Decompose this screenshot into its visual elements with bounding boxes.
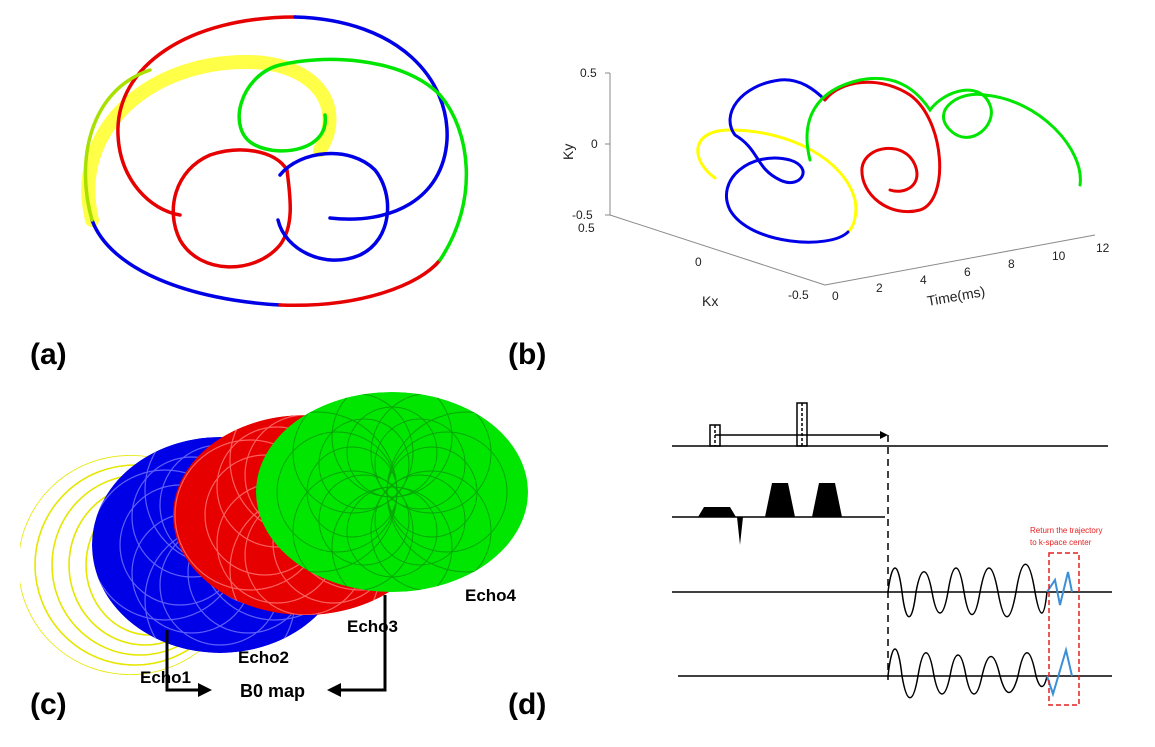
time-axis-label: Time(ms) — [926, 283, 986, 309]
kx-tick-top: 0.5 — [578, 221, 595, 235]
time-tick-10: 10 — [1052, 249, 1066, 263]
trajectory-red — [823, 80, 942, 213]
kx-axis-line — [609, 214, 826, 286]
trajectory-blue-large — [725, 78, 850, 244]
panel-label-c: (c) — [30, 688, 67, 721]
trajectory-yellow — [696, 128, 858, 234]
bottom-ellipse-red-arc — [278, 258, 442, 308]
ky-tick-bot: -0.5 — [572, 208, 593, 222]
kx-tick-bot: -0.5 — [788, 288, 809, 302]
rewind-waveform-x — [1046, 571, 1073, 606]
echo3-to-b0-arrow-line — [340, 595, 387, 692]
time-tick-2: 2 — [876, 281, 883, 295]
ky-tick-mid: 0 — [591, 137, 598, 151]
time-tick-0: 0 — [832, 289, 839, 303]
rewind-annotation-line1: Return the trajectory — [1030, 526, 1102, 535]
panel-label-a: (a) — [30, 338, 67, 371]
kx-axis-label: Kx — [702, 293, 718, 309]
time-tick-6: 6 — [964, 265, 971, 279]
echo4-trajectory-disk — [256, 392, 528, 592]
rewind-waveform-y — [1046, 646, 1073, 698]
left-outer-arc — [83, 68, 152, 222]
bottom-ellipse-blue-arc — [90, 218, 282, 307]
te-arrowhead-icon — [880, 431, 888, 439]
panel-label-b: (b) — [508, 338, 547, 371]
time-tick-12: 12 — [1096, 241, 1110, 255]
yellow-highlight-arc — [81, 54, 337, 227]
echo3-label: Echo3 — [347, 617, 398, 636]
gradient-crusher-2 — [812, 483, 842, 517]
echo1-label: Echo1 — [140, 668, 191, 687]
readout-y-waveform — [887, 648, 1048, 699]
inner-circle-blue — [276, 151, 390, 262]
ky-axis-label: Ky — [560, 144, 576, 160]
outer-circle-red-arc — [116, 15, 297, 217]
kx-tick-mid: 0 — [695, 255, 702, 269]
trajectory-green — [805, 76, 1082, 187]
inner-circle-red — [171, 148, 293, 269]
outer-circle-blue-arc — [293, 15, 449, 221]
b0-map-label: B0 map — [240, 681, 305, 701]
gradient-lobe-1 — [698, 507, 736, 517]
readout-x-waveform — [887, 563, 1048, 618]
time-tick-4: 4 — [920, 273, 927, 287]
echo4-label: Echo4 — [465, 586, 517, 605]
panel-c-multi-echo-diagram: Echo1 Echo2 Echo3 Echo4 B0 map — [20, 392, 528, 701]
echo2-label: Echo2 — [238, 648, 289, 667]
panel-b-3d-trajectory-plot: 0.5 0 -0.5 0.5 0 -0.5 0 2 4 6 8 10 12 Ky… — [560, 66, 1110, 309]
gradient-crusher-1 — [765, 483, 795, 517]
bottom-ellipse-green-arc — [237, 57, 468, 262]
panel-d-pulse-sequence-diagram: Return the trajectory to k-space center — [672, 402, 1112, 706]
arrowhead-left-icon — [327, 683, 341, 697]
time-tick-8: 8 — [1008, 257, 1015, 271]
echo1-to-b0-arrow-line — [165, 630, 200, 692]
time-axis-line — [824, 234, 1096, 286]
arrowhead-right-icon — [198, 683, 212, 697]
rewind-highlight-box — [1048, 552, 1080, 706]
gradient-negative-lobe — [735, 517, 743, 545]
panel-label-d: (d) — [508, 688, 547, 721]
rewind-annotation-line2: to k-space center — [1030, 538, 1092, 547]
panel-a-trajectory-diagram — [81, 15, 468, 308]
ky-tick-top: 0.5 — [580, 66, 597, 80]
